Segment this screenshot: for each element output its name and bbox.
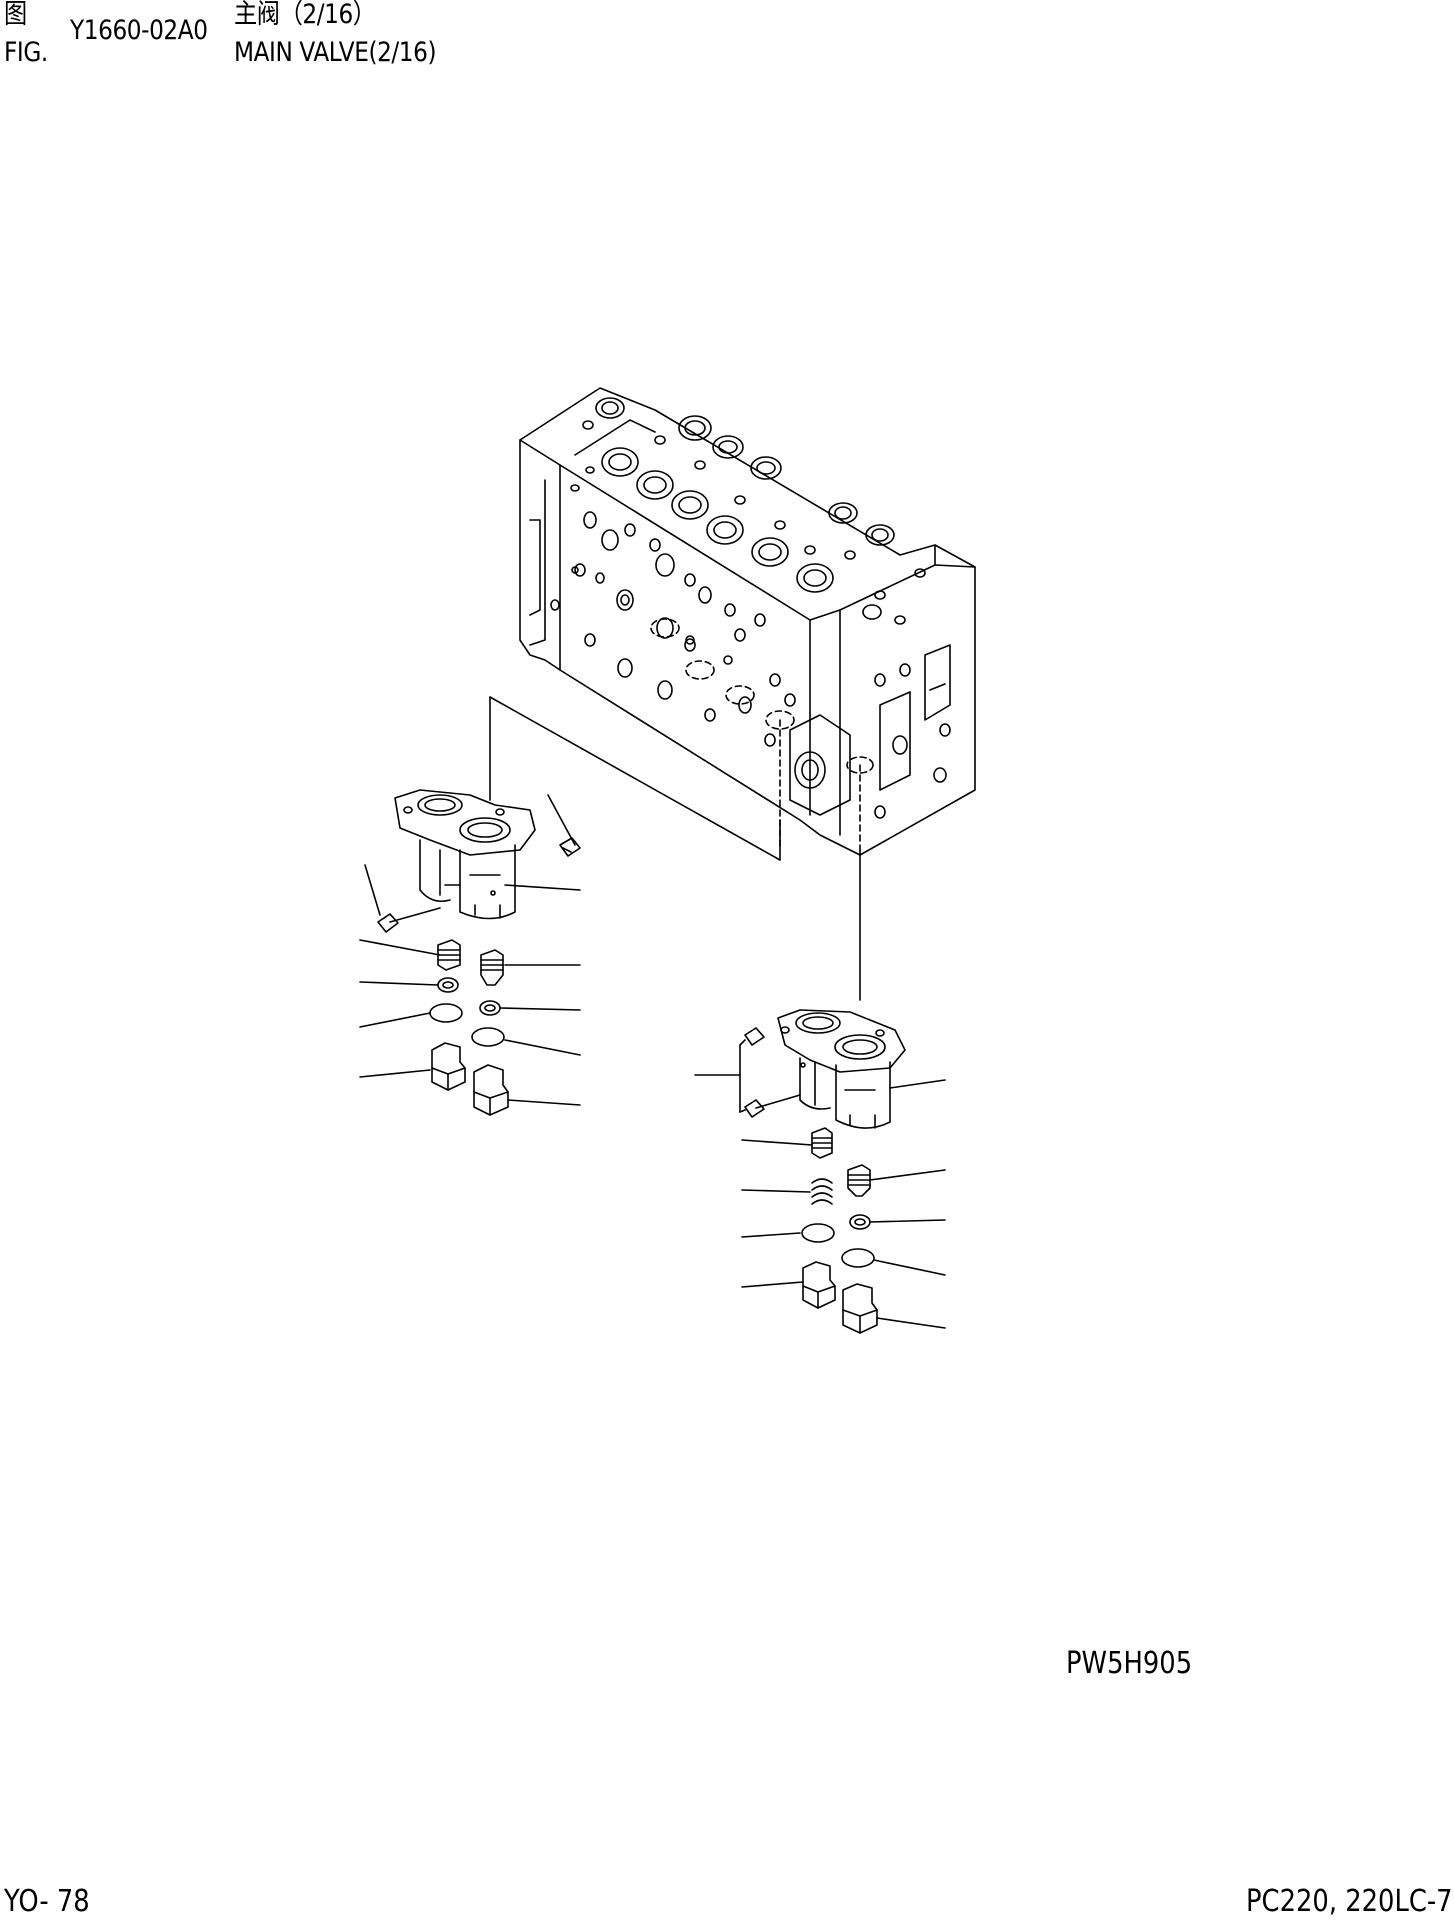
- figure-number: Y1660-02A0: [70, 15, 208, 46]
- figure-label-en: FIG.: [4, 37, 48, 68]
- figure-title-en: MAIN VALVE(2/16): [234, 37, 437, 68]
- right-callout-leaders: [695, 1040, 945, 1328]
- assembly-line-left-b: [490, 697, 780, 860]
- left-callout-leaders: [360, 795, 580, 1105]
- machine-model: PC220, 220LC-7: [1246, 1884, 1453, 1919]
- main-valve-body: [520, 388, 975, 855]
- illustration-code: PW5H905: [1066, 1646, 1193, 1681]
- figure-title-cn: 主阀（2/16）: [234, 0, 376, 30]
- left-valve-assembly: [378, 790, 580, 1115]
- right-valve-assembly: [745, 1010, 905, 1333]
- figure-label-cn: 图: [4, 0, 27, 30]
- page-number: YO- 78: [4, 1884, 90, 1919]
